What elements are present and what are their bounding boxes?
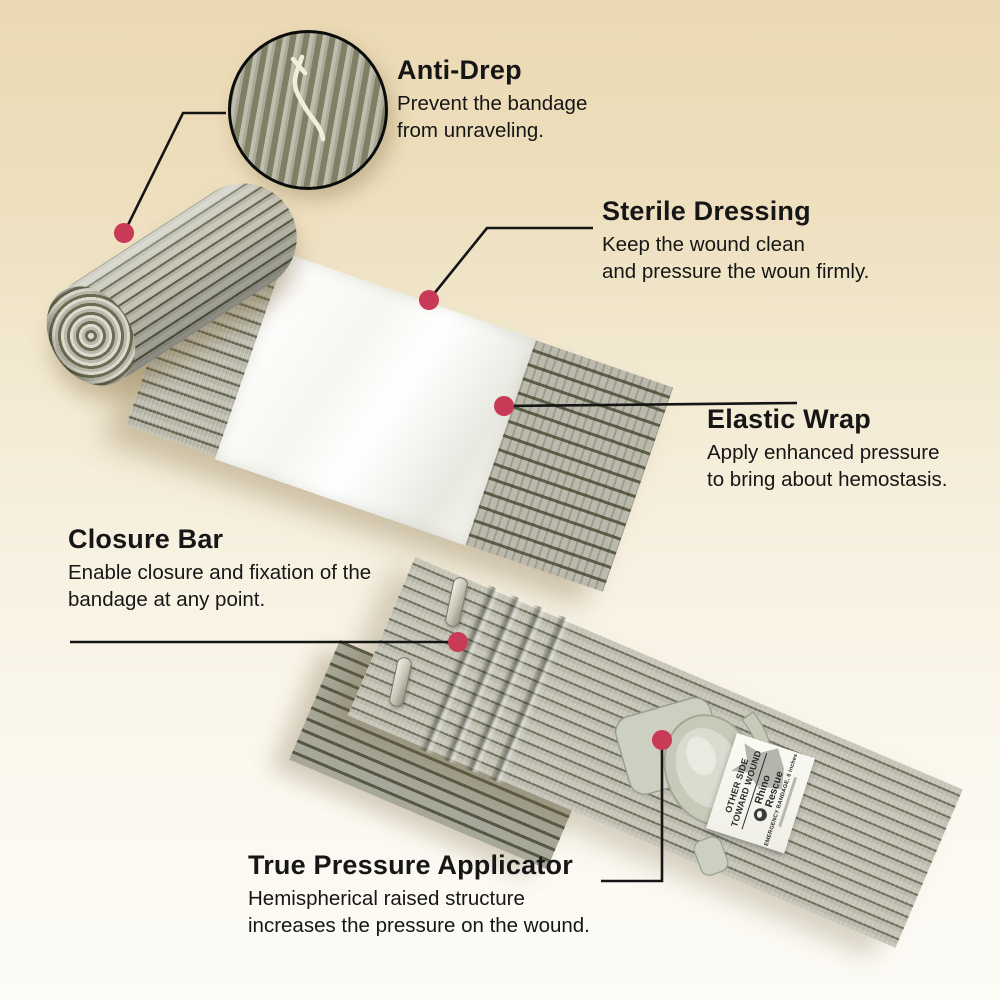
callout-title: True Pressure Applicator bbox=[248, 850, 573, 880]
rhino-rescue-logo-icon bbox=[752, 806, 769, 823]
callout-desc: Prevent the bandage from unraveling. bbox=[397, 92, 588, 143]
callout-title: Closure Bar bbox=[68, 524, 224, 554]
callout-desc: Enable closure and fixation of the banda… bbox=[68, 561, 372, 612]
callout-title: Anti-Drep bbox=[397, 55, 522, 85]
magnifier-circle bbox=[228, 30, 388, 190]
callout-dot-anti-drep bbox=[114, 223, 134, 243]
callout-elastic-wrap: Elastic Wrap Apply enhanced pressure to … bbox=[707, 404, 947, 493]
callout-closure-bar: Closure Bar Enable closure and fixation … bbox=[68, 524, 371, 613]
callout-desc: Hemispherical raised structure increases… bbox=[248, 887, 590, 938]
bandage-roll-spiral-end bbox=[28, 269, 154, 403]
callout-true-pressure-applicator: True Pressure Applicator Hemispherical r… bbox=[248, 850, 590, 939]
loose-thread bbox=[290, 54, 326, 142]
thread-detail bbox=[290, 54, 326, 142]
callout-title: Sterile Dressing bbox=[602, 196, 811, 226]
callout-desc: Keep the wound clean and pressure the wo… bbox=[602, 233, 870, 284]
callout-line-sterile-dressing bbox=[427, 226, 593, 301]
callout-title: Elastic Wrap bbox=[707, 404, 871, 434]
callout-sterile-dressing: Sterile Dressing Keep the wound clean an… bbox=[602, 196, 869, 285]
callout-anti-drep: Anti-Drep Prevent the bandage from unrav… bbox=[397, 55, 587, 144]
callout-desc: Apply enhanced pressure to bring about h… bbox=[707, 441, 948, 492]
